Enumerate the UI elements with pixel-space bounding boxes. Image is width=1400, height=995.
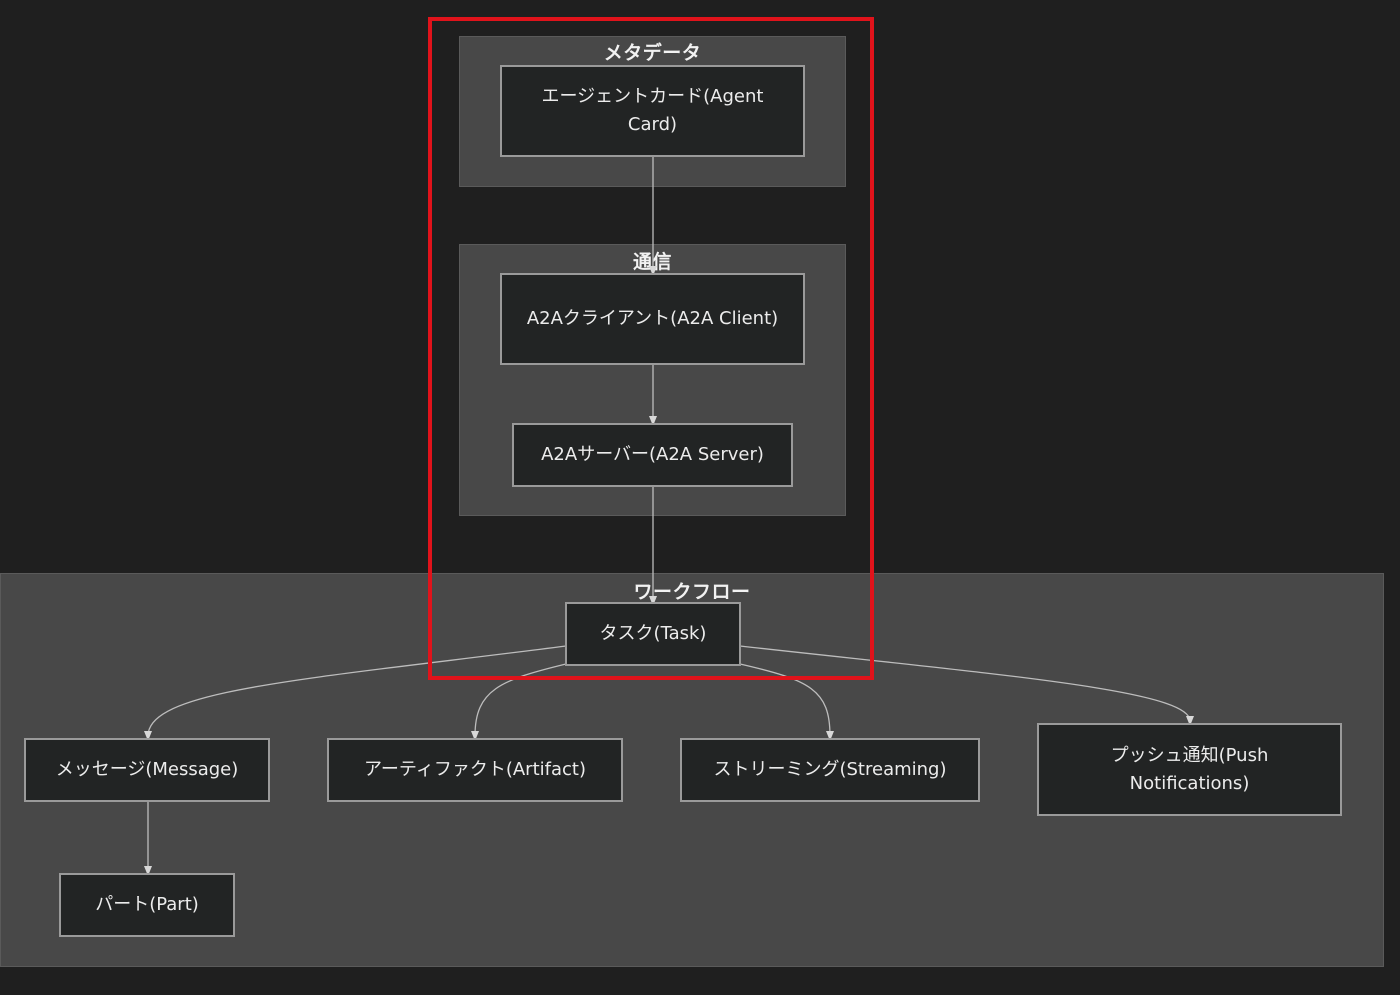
cluster-title-communication: 通信 — [632, 251, 672, 273]
node-streaming: ストリーミング(Streaming) — [680, 738, 980, 802]
node-task: タスク(Task) — [565, 602, 741, 666]
cluster-title-metadata: メタデータ — [603, 42, 702, 64]
node-a2a-client: A2Aクライアント(A2A Client) — [500, 273, 805, 365]
node-artifact: アーティファクト(Artifact) — [327, 738, 623, 802]
node-message: メッセージ(Message) — [24, 738, 270, 802]
cluster-title-workflow: ワークフロー — [633, 581, 751, 603]
node-a2a-server: A2Aサーバー(A2A Server) — [512, 423, 793, 487]
node-push-notifications: プッシュ通知(Push Notifications) — [1037, 723, 1342, 816]
node-agent-card: エージェントカード(Agent Card) — [500, 65, 805, 157]
node-part: パート(Part) — [59, 873, 235, 937]
highlight-box — [428, 17, 874, 680]
